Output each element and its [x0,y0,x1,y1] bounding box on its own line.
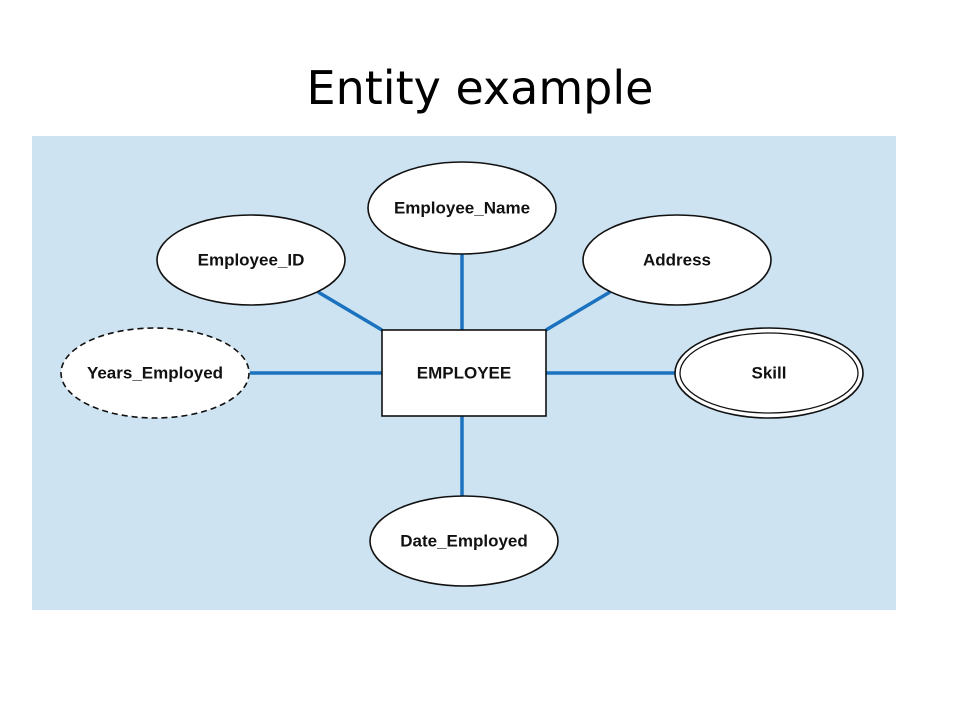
multivalued-outer-ellipse [674,327,864,419]
attribute-employee-id: Employee_ID [156,214,346,306]
attribute-label: Address [643,250,711,269]
attribute-employee-name: Employee_Name [367,161,557,255]
entity-box [381,329,547,417]
entity-label: EMPLOYEE [417,363,511,382]
connectors [250,254,678,498]
attribute-label: Employee_Name [394,198,530,217]
attribute-date-employed: Date_Employed [369,495,559,587]
attribute-label: Years_Employed [87,363,223,382]
er-diagram-canvas: EMPLOYEE Employee_Name Employee_ID Addre… [32,136,896,610]
connector-employee-id [317,290,383,332]
attribute-ellipse [156,214,346,306]
multivalued-inner-ellipse [679,332,859,414]
attribute-ellipse [582,214,772,306]
attribute-label: Skill [752,363,787,382]
attribute-label: Employee_ID [198,250,305,269]
entity-employee: EMPLOYEE [381,329,547,417]
attribute-label: Date_Employed [400,531,528,550]
derived-attribute-ellipse [60,327,250,419]
attribute-skill: Skill [674,327,864,419]
er-diagram: EMPLOYEE Employee_Name Employee_ID Addre… [32,136,896,610]
connector-address [545,290,611,332]
slide-title: Entity example [306,61,654,115]
attribute-years-employed: Years_Employed [60,327,250,419]
attribute-ellipse [369,495,559,587]
attribute-ellipse [367,161,557,255]
attribute-address: Address [582,214,772,306]
